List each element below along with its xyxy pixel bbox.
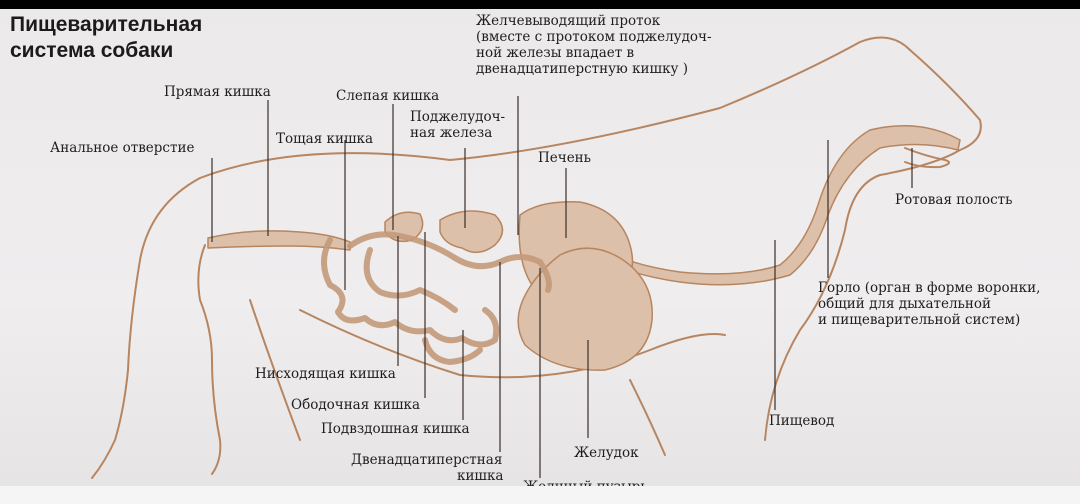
top-bar <box>0 0 1080 9</box>
label-throat-line-2: общий для дыхательной <box>818 296 992 312</box>
leader-lines <box>211 96 913 478</box>
title-line-2: система собаки <box>10 39 174 62</box>
label-jejunum: Тощая кишка <box>276 131 374 147</box>
label-throat-line-3: и пищеварительной систем) <box>818 312 1021 328</box>
label-bile-duct-line-1: Желчевыводящий проток <box>476 13 661 29</box>
label-mouth: Ротовая полость <box>895 192 1013 208</box>
label-duodenum-line-1: Двенадцатиперстная <box>351 452 503 468</box>
label-ileum: Подвздошная кишка <box>321 421 470 437</box>
label-cecum: Слепая кишка <box>336 88 440 104</box>
label-bile-duct-line-2: (вместе с протоком поджелудоч- <box>476 29 712 45</box>
label-bile-duct: Желчевыводящий проток (вместе с протоком… <box>476 13 712 77</box>
title-line-1: Пищеварительная <box>10 13 203 36</box>
label-anus: Анальное отверстие <box>50 140 195 156</box>
esophagus-tube <box>599 125 961 286</box>
label-bile-duct-line-3: ной железы впадает в <box>476 45 635 61</box>
dog-body-outline <box>91 36 982 479</box>
label-pancreas-line-2: ная железа <box>410 125 493 141</box>
pancreas-shape <box>439 210 504 254</box>
label-stomach: Желудок <box>574 445 639 461</box>
label-throat: Горло (орган в форме воронки, общий для … <box>818 280 1040 328</box>
label-descending-colon: Нисходящая кишка <box>255 366 396 382</box>
bottom-bar <box>0 486 1080 504</box>
label-rectum: Прямая кишка <box>164 84 271 100</box>
label-pancreas: Поджелудоч- ная железа <box>410 109 505 141</box>
label-colon: Ободочная кишка <box>291 397 421 413</box>
label-bile-duct-line-4: двенадцатиперстную кишку ) <box>476 61 689 77</box>
label-esophagus: Пищевод <box>769 413 835 429</box>
label-duodenum: Двенадцатиперстная кишка <box>351 452 503 484</box>
label-duodenum-line-2: кишка <box>457 468 504 484</box>
intestine-loops <box>321 231 552 365</box>
stomach-shape <box>517 247 653 371</box>
label-liver: Печень <box>538 150 592 166</box>
diagram-title: Пищеварительная система собаки <box>10 12 202 64</box>
label-throat-line-1: Горло (орган в форме воронки, <box>818 280 1041 296</box>
label-pancreas-line-1: Поджелудоч- <box>410 109 506 125</box>
